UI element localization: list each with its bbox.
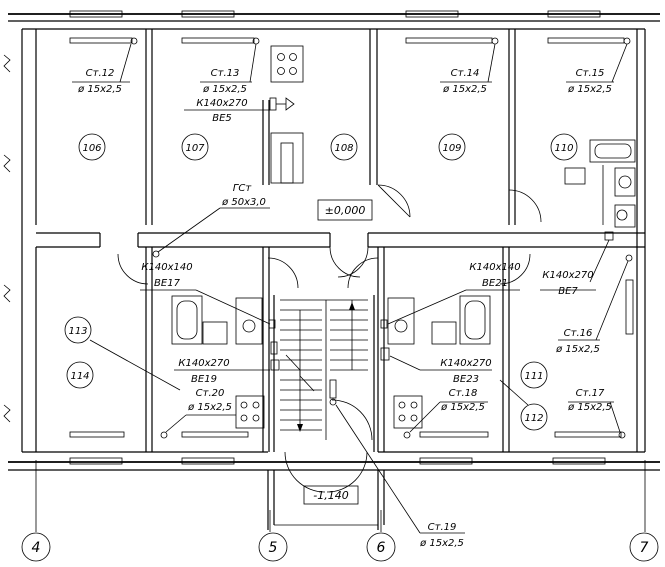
riser-19-size: ø 15x2,5 <box>419 538 464 549</box>
riser-12-size: ø 15x2,5 <box>77 84 122 95</box>
room-114: 114 <box>70 371 89 382</box>
floor-level-box <box>317 199 373 221</box>
riser-17-size: ø 15x2,5 <box>567 402 612 413</box>
room-112: 112 <box>524 413 543 424</box>
riser-15-size: ø 15x2,5 <box>567 84 612 95</box>
valve-be21-code: ВЕ21 <box>482 278 508 289</box>
bath-top-right <box>564 139 636 228</box>
axis-7: 7 <box>640 540 649 556</box>
room-107: 107 <box>185 143 205 154</box>
riser-13-name: Ст.13 <box>211 68 240 79</box>
riser-19-name: Ст.19 <box>428 522 457 533</box>
riser-18-name: Ст.18 <box>449 388 478 399</box>
valve-be5-code: ВЕ5 <box>212 113 232 124</box>
riser-12-name: Ст.12 <box>86 68 115 79</box>
riser-20-name: Ст.20 <box>196 388 225 399</box>
room-113: 113 <box>68 326 87 337</box>
valve-be19-code: ВЕ19 <box>191 374 217 385</box>
main-riser-size: ø 50x3,0 <box>221 197 266 208</box>
room-108: 108 <box>334 143 353 154</box>
room-markers <box>64 133 578 431</box>
entrance-level: -1,140 <box>313 489 348 502</box>
valve-be19-size: К140х270 <box>178 358 229 369</box>
axis-5: 5 <box>269 540 278 556</box>
valve-be7-code: ВЕ7 <box>558 286 578 297</box>
riser-16-size: ø 15x2,5 <box>555 344 600 355</box>
valve-be5-size: К140х270 <box>196 98 247 109</box>
room-106: 106 <box>82 143 101 154</box>
floor-level: ±0,000 <box>325 204 366 217</box>
bathrooms-middle <box>171 295 491 345</box>
riser-20-size: ø 15x2,5 <box>187 402 232 413</box>
valve-be17-size: К140х140 <box>141 262 192 273</box>
valve-be7-size: К140х270 <box>542 270 593 281</box>
stairs <box>280 300 368 440</box>
room-111: 111 <box>524 371 543 382</box>
entrance-level-box <box>303 485 359 505</box>
break-marks <box>3 54 11 423</box>
riser-17-name: Ст.17 <box>576 388 605 399</box>
main-riser-name: ГСт <box>233 183 253 194</box>
valve-leaders <box>140 97 614 371</box>
valve-be21-size: К140х140 <box>469 262 520 273</box>
riser-14-name: Ст.14 <box>451 68 480 79</box>
room-109: 109 <box>442 143 461 154</box>
axis-6: 6 <box>377 540 386 556</box>
riser-14-size: ø 15x2,5 <box>442 84 487 95</box>
axis-lines <box>21 460 659 562</box>
riser-13-size: ø 15x2,5 <box>202 84 247 95</box>
doors <box>117 184 542 493</box>
valve-be23-size: К140х270 <box>440 358 491 369</box>
interior-walls <box>36 29 645 530</box>
riser-18-size: ø 15x2,5 <box>440 402 485 413</box>
riser-leaders <box>72 37 633 534</box>
valve-be23-code: ВЕ23 <box>453 374 479 385</box>
room-110: 110 <box>554 143 573 154</box>
room-leaders <box>89 339 529 406</box>
riser-15-name: Ст.15 <box>576 68 605 79</box>
valve-be17-code: ВЕ17 <box>154 278 181 289</box>
axis-4: 4 <box>32 540 41 556</box>
windows-top <box>69 10 606 465</box>
riser-16-name: Ст.16 <box>564 328 593 339</box>
stoves-bottom <box>235 279 634 429</box>
exterior-walls <box>8 13 660 471</box>
stove-top <box>270 45 304 184</box>
